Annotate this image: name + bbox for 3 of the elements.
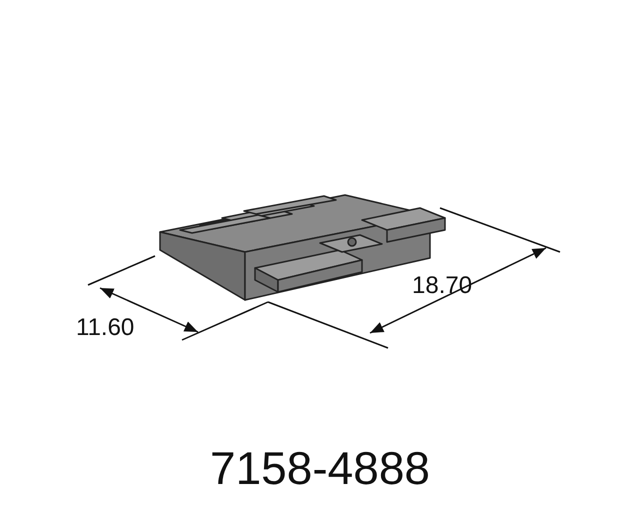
part-number: 7158-4888 bbox=[210, 445, 430, 491]
dimension-label: 11.60 bbox=[76, 316, 134, 340]
dimension-label: 18.70 bbox=[412, 274, 472, 298]
